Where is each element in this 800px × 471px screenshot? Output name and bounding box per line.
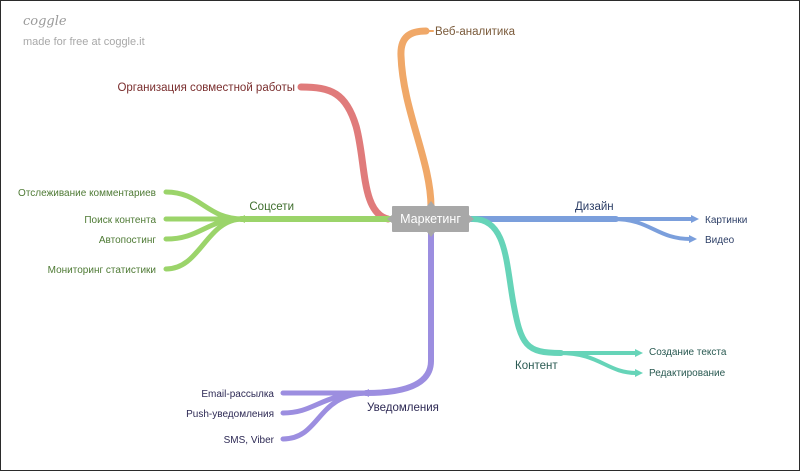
label-analytics[interactable]: Веб-аналитика xyxy=(435,26,516,38)
design-child-1[interactable]: Картинки xyxy=(705,215,747,226)
branch-analytics-line xyxy=(397,27,435,211)
design-arrow-2 xyxy=(689,235,697,243)
coggle-tagline: made for free at coggle.it xyxy=(23,36,145,48)
design-arrow-1 xyxy=(691,215,699,223)
branch-social-child-1 xyxy=(163,189,246,222)
branch-design-child-2 xyxy=(611,217,693,241)
social-child-3[interactable]: Автопостинг xyxy=(99,235,156,246)
branch-content-child-2 xyxy=(557,351,639,375)
branch-notify-line xyxy=(363,230,435,396)
coggle-branding: coggle made for free at coggle.it xyxy=(23,14,145,48)
design-child-2[interactable]: Видео xyxy=(705,235,735,246)
content-arrow-1 xyxy=(635,349,643,357)
center-node-label: Маркетинг xyxy=(400,212,461,226)
content-child-1[interactable]: Создание текста xyxy=(649,347,727,358)
branch-content-line xyxy=(470,216,564,356)
social-child-1[interactable]: Отслеживание комментариев xyxy=(18,188,156,199)
social-arrow-main xyxy=(237,215,245,223)
content-arrow-2 xyxy=(635,369,643,377)
notify-child-3[interactable]: SMS, Viber xyxy=(224,435,275,446)
notify-arrow-main xyxy=(361,389,369,397)
content-child-2[interactable]: Редактирование xyxy=(649,368,726,379)
branch-social-child-4 xyxy=(163,216,246,272)
social-child-4[interactable]: Мониторинг статистики xyxy=(48,265,156,276)
branch-notify-child-3 xyxy=(280,390,372,442)
notify-child-1[interactable]: Email-рассылка xyxy=(201,389,274,400)
center-node[interactable]: Маркетинг xyxy=(392,206,469,232)
branch-collab-line xyxy=(297,83,392,223)
label-collab[interactable]: Организация совместной работы xyxy=(117,82,295,94)
label-content[interactable]: Контент xyxy=(515,360,558,372)
label-notify[interactable]: Уведомления xyxy=(367,402,439,414)
label-design[interactable]: Дизайн xyxy=(575,201,614,213)
label-social[interactable]: Соцсети xyxy=(249,201,294,213)
social-child-2[interactable]: Поиск контента xyxy=(84,215,156,226)
coggle-logo: coggle xyxy=(23,14,67,29)
notify-child-2[interactable]: Push-уведомления xyxy=(186,409,274,420)
